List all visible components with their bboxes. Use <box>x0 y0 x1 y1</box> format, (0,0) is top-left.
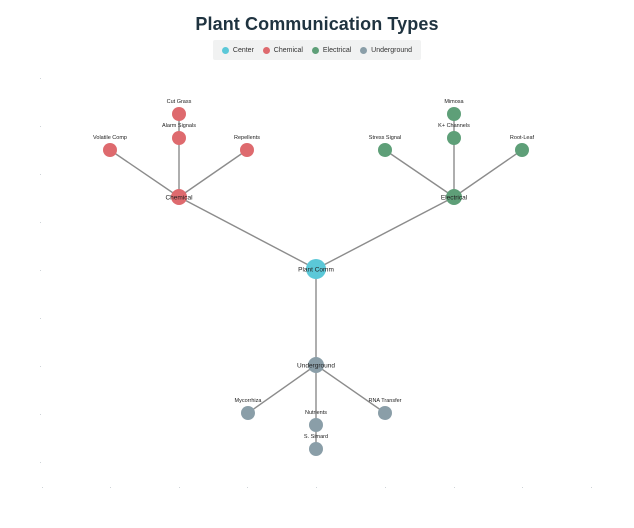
legend-swatch-chemical <box>262 46 270 54</box>
legend-label-electrical: Electrical <box>322 46 352 54</box>
node-mimosa[interactable] <box>447 107 461 121</box>
node-label-rna: RNA Transfer <box>368 398 401 404</box>
legend-item-center[interactable]: Center <box>221 46 254 54</box>
legend-label-underground: Underground <box>371 46 413 54</box>
node-label-ssimard: S. Simard <box>304 434 328 440</box>
node-mycorrhiza[interactable] <box>241 406 255 420</box>
node-chemical[interactable] <box>171 189 187 205</box>
node-ssimard[interactable] <box>309 442 323 456</box>
edge-center-chemical <box>178 196 317 270</box>
edge-electrical-rootleaf <box>453 149 523 198</box>
y-tick-mark <box>40 126 41 127</box>
node-repellents[interactable] <box>240 143 254 157</box>
edge-underground-mycorrhiza <box>247 364 317 414</box>
node-label-mycorrhiza: Mycorrhiza <box>235 398 263 404</box>
y-tick-mark <box>40 414 41 415</box>
legend-swatch-underground <box>360 46 368 54</box>
node-label-nutrients: Nutrients <box>305 410 327 416</box>
node-label-volatile: Volatile Comp <box>93 135 127 141</box>
node-label-electrical: Electrical <box>441 195 468 202</box>
y-tick-mark <box>40 270 41 271</box>
node-label-underground: Underground <box>297 363 335 370</box>
y-tick-mark <box>40 222 41 223</box>
x-tick-mark <box>42 487 43 488</box>
node-electrical[interactable] <box>446 189 462 205</box>
node-center[interactable] <box>306 259 326 279</box>
node-label-kchannels: K+ Channels <box>438 123 470 129</box>
node-label-cutgrass: Cut Grass <box>167 99 192 105</box>
y-tick-mark <box>40 318 41 319</box>
edge-underground-rna <box>315 364 386 414</box>
legend-label-chemical: Chemical <box>273 46 303 54</box>
edge-layer <box>109 114 523 449</box>
legend-item-electrical[interactable]: Electrical <box>311 46 352 54</box>
node-label-chemical: Chemical <box>165 195 193 202</box>
node-underground[interactable] <box>308 357 324 373</box>
node-stress[interactable] <box>378 143 392 157</box>
edge-electrical-stress <box>384 149 455 198</box>
legend-item-chemical[interactable]: Chemical <box>262 46 303 54</box>
node-volatile[interactable] <box>103 143 117 157</box>
x-tick-mark <box>247 487 248 488</box>
x-tick-mark <box>316 487 317 488</box>
axis-ticks <box>40 78 592 488</box>
y-tick-mark <box>40 78 41 79</box>
y-tick-mark <box>40 462 41 463</box>
x-tick-mark <box>454 487 455 488</box>
legend-label-center: Center <box>232 46 254 54</box>
node-label-repellents: Repellents <box>234 135 260 141</box>
x-tick-mark <box>385 487 386 488</box>
node-label-mimosa: Mimosa <box>444 99 464 105</box>
legend: Center Chemical Electrical Underground <box>213 40 421 60</box>
x-tick-mark <box>110 487 111 488</box>
node-kchannels[interactable] <box>447 131 461 145</box>
node-rna[interactable] <box>378 406 392 420</box>
node-nutrients[interactable] <box>309 418 323 432</box>
legend-item-underground[interactable]: Underground <box>360 46 413 54</box>
diagram-title: Plant Communication Types <box>195 14 439 34</box>
node-rootleaf[interactable] <box>515 143 529 157</box>
node-cutgrass[interactable] <box>172 107 186 121</box>
legend-swatch-center <box>221 46 229 54</box>
x-tick-mark <box>179 487 180 488</box>
x-tick-mark <box>522 487 523 488</box>
node-label-rootleaf: Root-Leaf <box>510 135 535 141</box>
y-tick-mark <box>40 366 41 367</box>
legend-swatch-electrical <box>311 46 319 54</box>
node-layer <box>103 107 529 456</box>
edge-chemical-repellents <box>178 149 248 198</box>
node-label-center: Plant Comm <box>298 267 334 274</box>
x-tick-mark <box>591 487 592 488</box>
node-label-alarm: Alarm Signals <box>162 123 196 129</box>
node-label-stress: Stress Signal <box>369 135 401 141</box>
y-tick-mark <box>40 174 41 175</box>
node-alarm[interactable] <box>172 131 186 145</box>
edge-chemical-volatile <box>109 149 180 198</box>
edge-center-electrical <box>315 196 455 270</box>
